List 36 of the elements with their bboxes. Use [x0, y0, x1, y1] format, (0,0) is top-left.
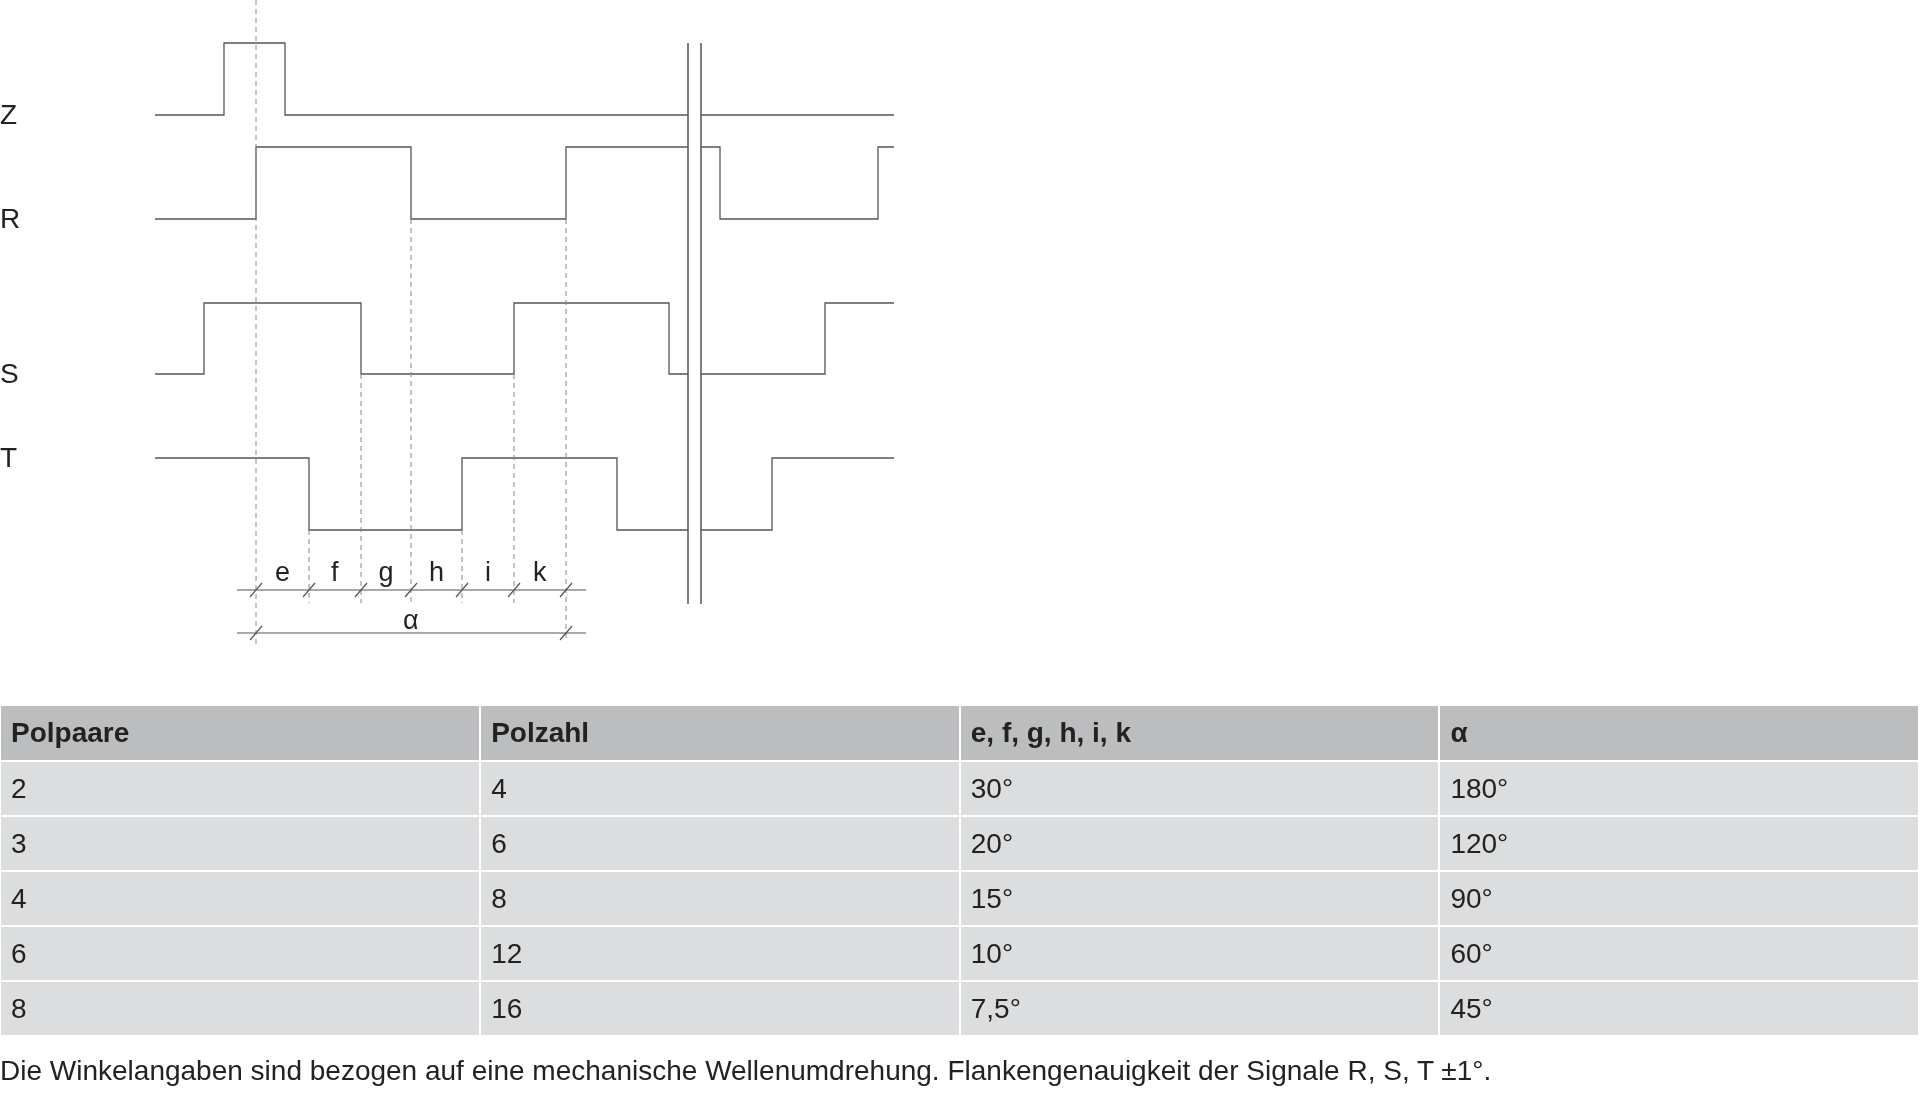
- caption: Die Winkelangaben sind bezogen auf eine mechanische Wellenumdrehung. Flankengenauigkeit der Signale R, S, T ±1°.: [0, 1057, 1492, 1085]
- table-cell: 6: [0, 926, 481, 981]
- table-cell: 12: [480, 926, 960, 981]
- signal-label: R: [0, 205, 21, 233]
- table-cell: 4: [480, 761, 960, 816]
- table-cell: 30°: [959, 761, 1440, 816]
- table-cell: 120°: [1439, 816, 1919, 871]
- table-cell: 4: [0, 871, 481, 926]
- angle-label: α: [403, 606, 419, 634]
- table-cell: 180°: [1439, 761, 1919, 816]
- table-cell: 90°: [1439, 871, 1919, 926]
- table-cell: 15°: [959, 871, 1440, 926]
- table-header-cell: Polzahl: [480, 705, 960, 761]
- table-cell: 6: [480, 816, 960, 871]
- table-cell: 45°: [1439, 981, 1919, 1036]
- table-cell: 8: [480, 871, 960, 926]
- signal-label: T: [0, 444, 18, 472]
- segment-label: k: [533, 558, 547, 586]
- segment-label: e: [275, 558, 291, 586]
- table-header-cell: e, f, g, h, i, k: [959, 705, 1440, 761]
- signal-label: S: [0, 360, 19, 388]
- table-cell: 10°: [959, 926, 1440, 981]
- segment-label: f: [331, 558, 339, 586]
- signal-label: Z: [0, 101, 18, 129]
- table-header-cell: Polpaare: [0, 705, 481, 761]
- table-cell: 2: [0, 761, 481, 816]
- table-cell: 60°: [1439, 926, 1919, 981]
- table-cell: 16: [480, 981, 960, 1036]
- segment-label: h: [429, 558, 445, 586]
- table-cell: 20°: [959, 816, 1440, 871]
- segment-label: g: [378, 558, 394, 586]
- segment-label: i: [485, 558, 491, 586]
- table-cell: 3: [0, 816, 481, 871]
- table-cell: 8: [0, 981, 481, 1036]
- table-header-cell: α: [1439, 705, 1919, 761]
- table-cell: 7,5°: [959, 981, 1440, 1036]
